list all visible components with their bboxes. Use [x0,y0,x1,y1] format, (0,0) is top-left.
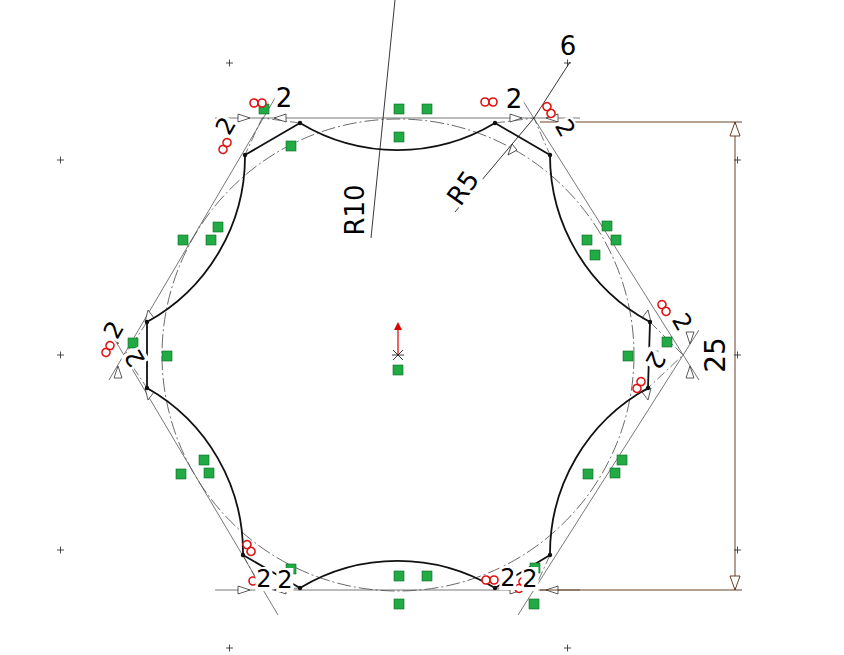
dimension-arrows [114,114,694,594]
dimension-text: 2 [255,567,272,591]
dimension-text: 2 [505,86,524,112]
dimension-text: 2 [99,317,128,344]
dimension-text: 2 [120,345,149,372]
origin-symbol [392,322,404,360]
grid-markers [57,60,741,652]
dimension-25 [540,122,742,590]
construction-lines [109,93,699,615]
dimension-text: 2 [276,568,293,592]
dimension-text: 2 [640,347,669,374]
sketch-points [145,121,652,590]
construction-circle [162,119,634,591]
dimension-text: 2 [499,566,516,590]
relation-icons [128,104,672,609]
dimension-text: 25 [702,336,730,374]
leader-lines [371,0,570,238]
dimension-text: R10 [342,183,368,236]
coincident-icons [101,98,672,594]
dimension-text: 6 [559,33,578,59]
dimension-text: R5 [442,166,484,211]
dimension-text: 2 [667,309,696,336]
sketch-profile [147,123,650,588]
leader-arrow [508,144,517,155]
dimension-text: 2 [521,567,538,591]
dimension-text: 2 [275,85,294,111]
dimension-text: 2 [211,113,240,140]
